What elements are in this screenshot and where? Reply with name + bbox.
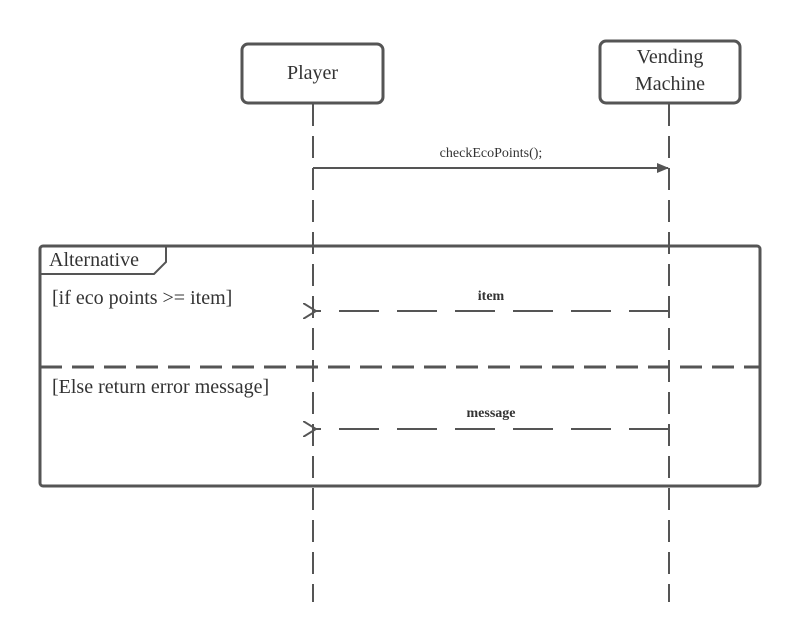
- return-message-message: message: [316, 406, 669, 429]
- participant-vending-machine-label-line1: Vending: [637, 46, 704, 68]
- return-message-message-label: message: [467, 406, 516, 421]
- message-check-eco-points-label: checkEcoPoints();: [440, 146, 543, 161]
- alt-guard-2: [Else return error message]: [52, 376, 269, 398]
- alt-guard-1: [if eco points >= item]: [52, 287, 232, 309]
- return-message-item-label: item: [478, 289, 505, 304]
- return-message-item: item: [316, 289, 669, 311]
- participant-vending-machine-label-line2: Machine: [635, 73, 705, 95]
- participant-vending-machine[interactable]: Vending Machine: [598, 39, 742, 105]
- alt-fragment: Alternative [if eco points >= item] [Els…: [38, 244, 762, 488]
- alt-fragment-operator-tab: [40, 246, 167, 275]
- participant-player-label: Player: [287, 62, 338, 84]
- alt-fragment-operator-label: Alternative: [49, 249, 139, 271]
- message-check-eco-points: checkEcoPoints();: [313, 146, 669, 173]
- participant-player[interactable]: Player: [240, 42, 385, 105]
